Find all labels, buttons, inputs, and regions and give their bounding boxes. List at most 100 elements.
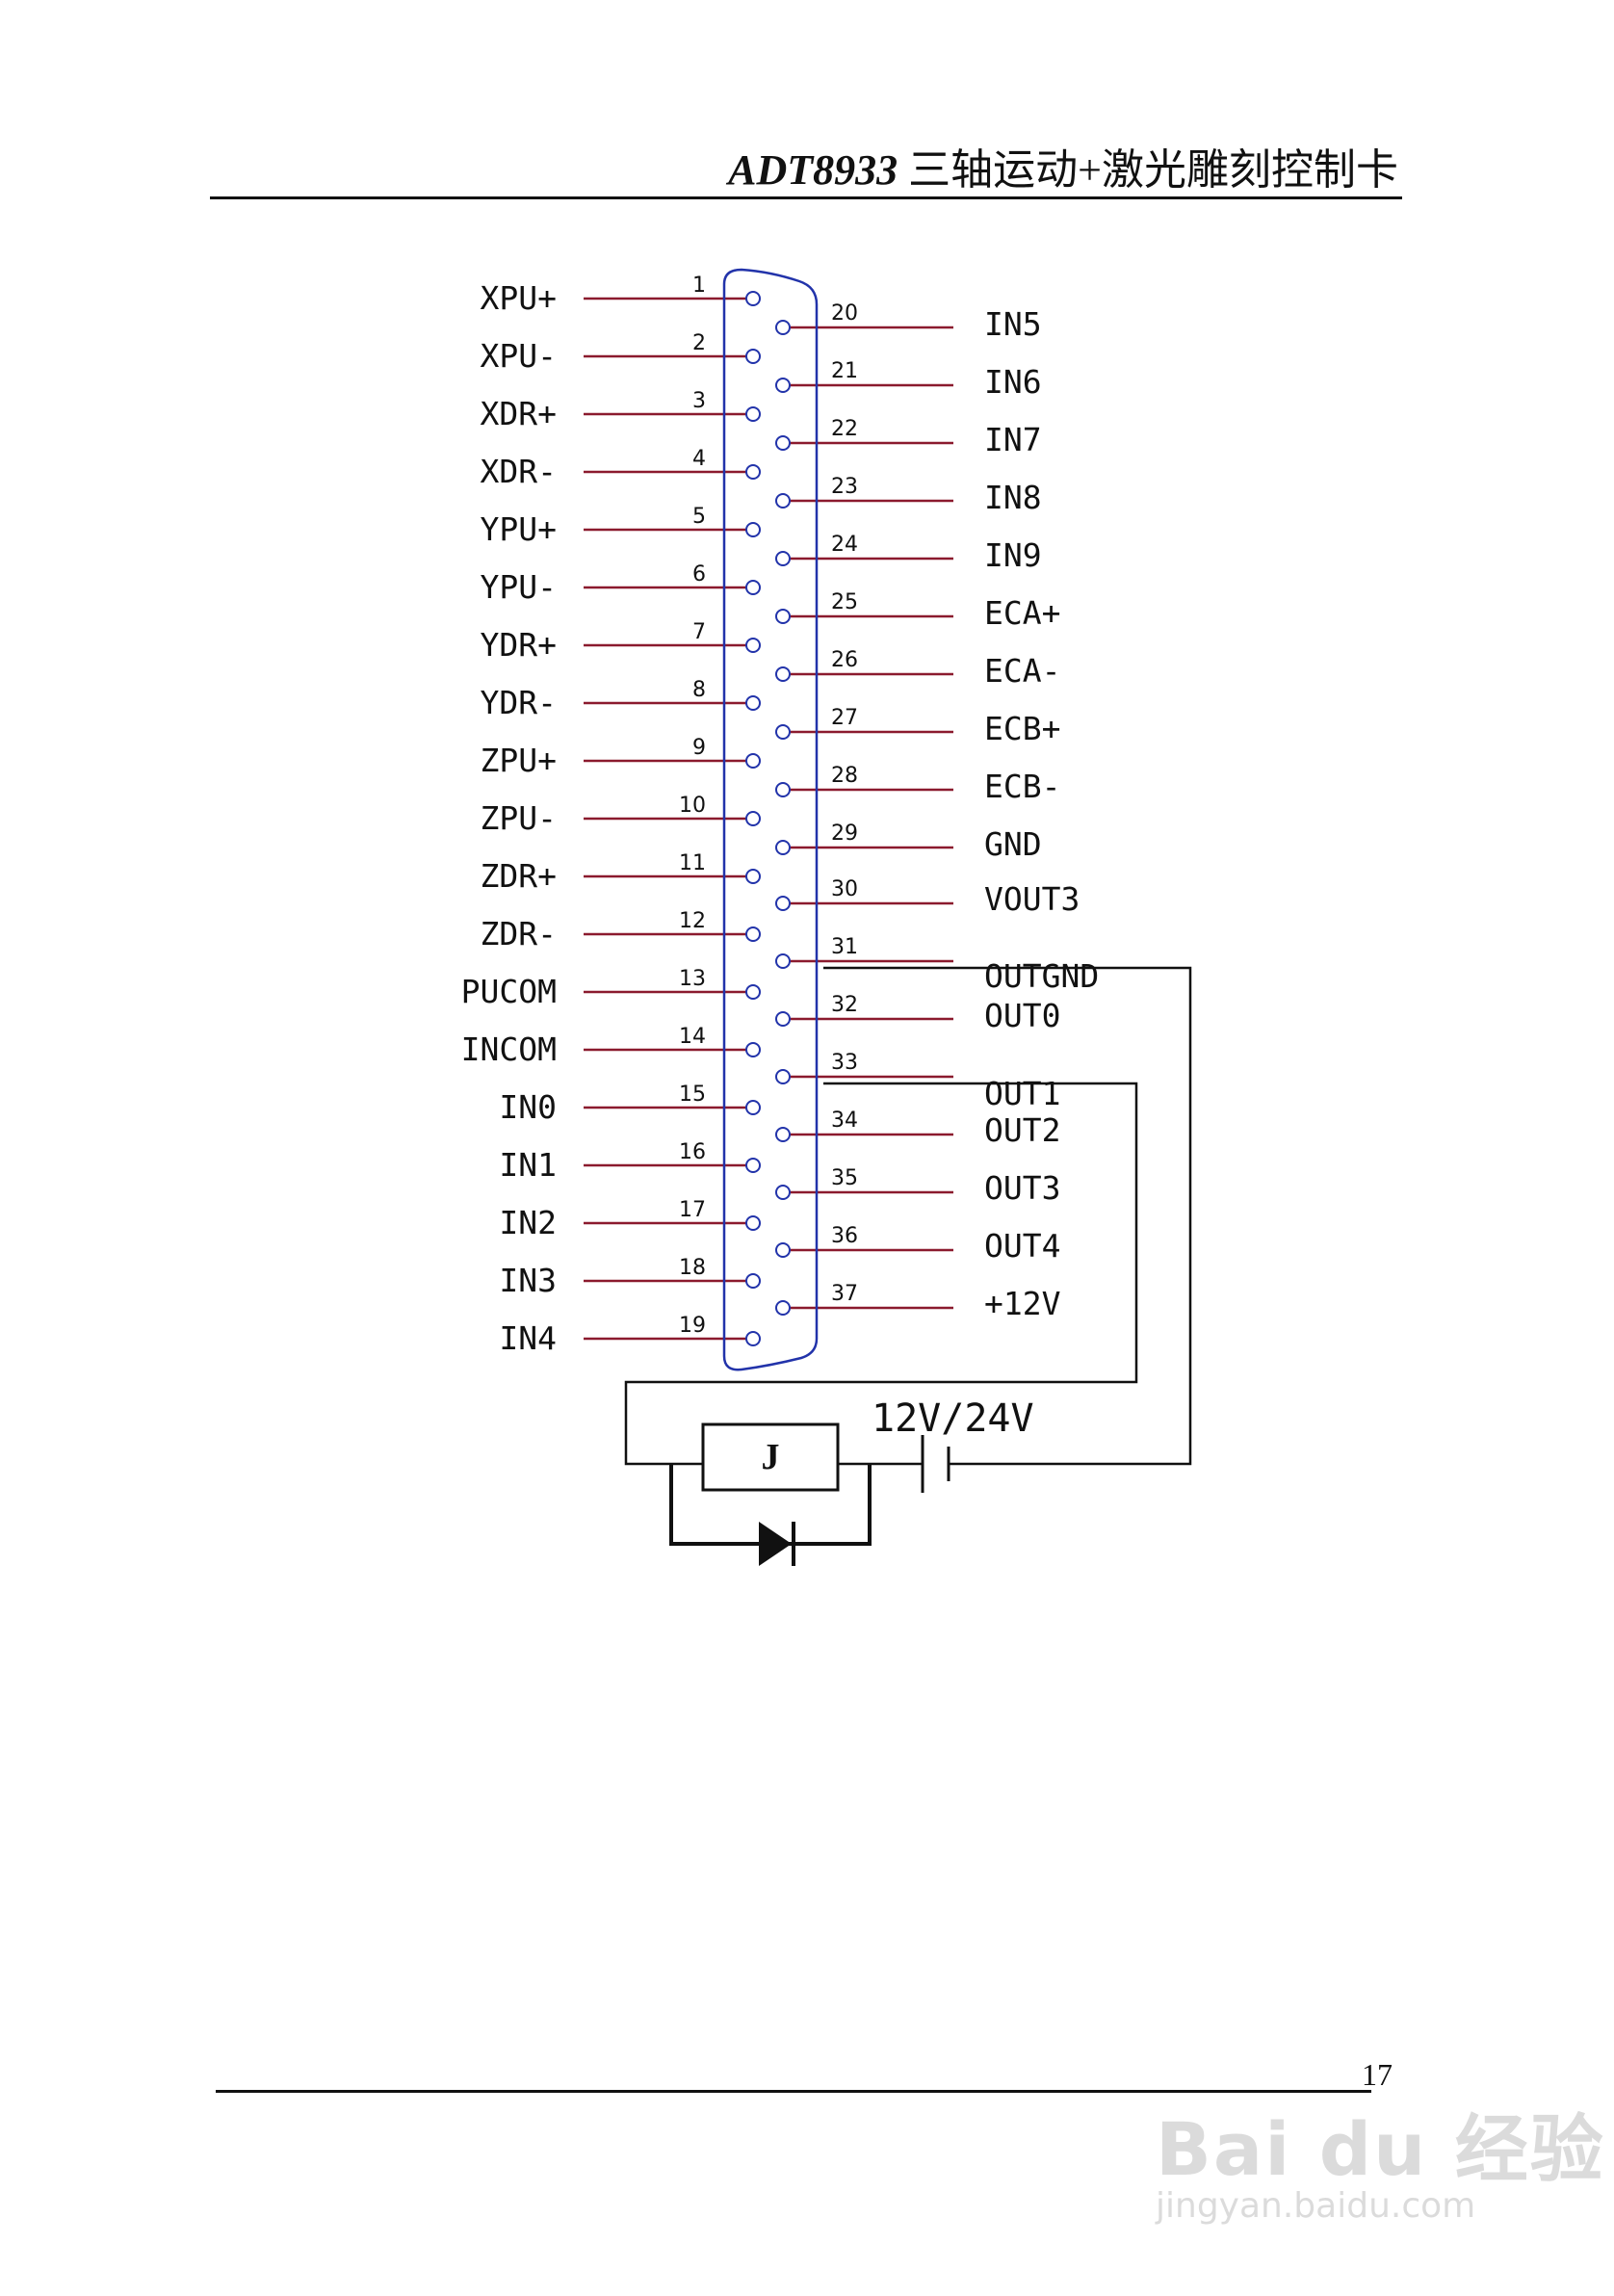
socket-pin-18 <box>745 1273 761 1289</box>
socket-pin-19 <box>745 1331 761 1346</box>
pin-number-10: 10 <box>679 794 706 818</box>
signal-label-pin-24: IN9 <box>984 536 1042 574</box>
pin-number-11: 11 <box>679 851 706 875</box>
socket-pin-15 <box>745 1100 761 1115</box>
signal-label-pin-22: IN7 <box>984 421 1042 458</box>
signal-label-pin-5: YPU+ <box>481 510 557 548</box>
pin-number-6: 6 <box>692 562 706 587</box>
signal-label-pin-2: XPU- <box>481 337 557 375</box>
pin-number-31: 31 <box>831 935 858 959</box>
pin-number-28: 28 <box>831 764 858 788</box>
socket-pin-23 <box>775 493 791 509</box>
supply-label: 12V/24V <box>872 1396 1034 1441</box>
pin-number-34: 34 <box>831 1109 858 1133</box>
socket-pin-12 <box>745 926 761 942</box>
socket-pin-25 <box>775 609 791 624</box>
socket-pin-13 <box>745 984 761 1000</box>
page-number: 17 <box>1362 2057 1393 2092</box>
pin-number-26: 26 <box>831 648 858 672</box>
connector-shell <box>722 268 819 1371</box>
signal-label-pin-33: OUT1 <box>984 1075 1060 1112</box>
signal-label-pin-3: XDR+ <box>481 395 557 432</box>
relay-coil <box>701 1422 840 1492</box>
footer-rule <box>216 2090 1371 2093</box>
pin-number-13: 13 <box>679 967 706 991</box>
pin-number-25: 25 <box>831 590 858 614</box>
signal-label-pin-8: YDR- <box>481 684 557 721</box>
relay-output-circuit: J 12V/24V <box>624 966 1192 1566</box>
signal-label-pin-17: IN2 <box>499 1204 557 1241</box>
signal-label-pin-23: IN8 <box>984 479 1042 516</box>
pin-labels: 1XPU+2XPU-3XDR+4XDR-5YPU+6YPU-7YDR+8YDR-… <box>461 274 1100 1357</box>
socket-pin-1 <box>745 291 761 306</box>
signal-label-pin-10: ZPU- <box>481 799 557 837</box>
socket-pin-28 <box>775 782 791 797</box>
socket-pin-2 <box>745 349 761 364</box>
socket-pin-21 <box>775 378 791 393</box>
pin-number-3: 3 <box>692 389 706 413</box>
socket-pin-4 <box>745 464 761 480</box>
signal-label-pin-31: OUTGND <box>984 957 1099 995</box>
socket-pin-10 <box>745 811 761 826</box>
socket-pin-30 <box>775 896 791 911</box>
signal-label-pin-35: OUT3 <box>984 1169 1060 1207</box>
signal-label-pin-26: ECA- <box>984 652 1060 690</box>
socket-pin-32 <box>775 1011 791 1027</box>
pin-number-14: 14 <box>679 1025 706 1049</box>
pin-number-16: 16 <box>679 1140 706 1164</box>
pin-number-18: 18 <box>679 1256 706 1280</box>
signal-label-pin-21: IN6 <box>984 363 1042 401</box>
socket-pin-35 <box>775 1185 791 1200</box>
signal-label-pin-18: IN3 <box>499 1262 557 1299</box>
signal-label-pin-27: ECB+ <box>984 710 1060 747</box>
diode-triangle <box>759 1522 792 1566</box>
socket-pin-27 <box>775 724 791 740</box>
pin-wires <box>584 297 953 1341</box>
header-rule <box>210 196 1402 199</box>
socket-pin-33 <box>775 1069 791 1084</box>
socket-pin-3 <box>745 406 761 422</box>
header-title-text: 三轴运动+激光雕刻控制卡 <box>898 146 1398 194</box>
socket-pin-5 <box>745 522 761 537</box>
pin-number-35: 35 <box>831 1166 858 1190</box>
signal-label-pin-9: ZPU+ <box>481 742 557 779</box>
header-model: ADT8933 <box>728 146 898 194</box>
socket-pin-31 <box>775 953 791 969</box>
signal-label-pin-34: OUT2 <box>984 1111 1060 1149</box>
pin-number-15: 15 <box>679 1083 706 1107</box>
pin-number-12: 12 <box>679 909 706 933</box>
socket-pin-9 <box>745 753 761 769</box>
pin-number-37: 37 <box>831 1282 858 1306</box>
pin-number-2: 2 <box>692 331 706 355</box>
page-header-title: ADT8933 三轴运动+激光雕刻控制卡 <box>728 135 1398 196</box>
watermark-main-text: Bai du 经验 <box>1156 2106 1605 2192</box>
signal-label-pin-13: PUCOM <box>461 973 557 1010</box>
signal-label-pin-36: OUT4 <box>984 1227 1060 1265</box>
socket-pin-20 <box>775 320 791 335</box>
pin-number-27: 27 <box>831 706 858 730</box>
signal-label-pin-6: YPU- <box>481 568 557 606</box>
signal-label-pin-37: +12V <box>984 1285 1060 1322</box>
pin-number-22: 22 <box>831 417 858 441</box>
signal-label-pin-16: IN1 <box>499 1146 557 1184</box>
socket-pin-17 <box>745 1215 761 1231</box>
signal-label-pin-19: IN4 <box>499 1319 557 1357</box>
pin-number-17: 17 <box>679 1198 706 1222</box>
signal-label-pin-30: VOUT3 <box>984 880 1080 918</box>
socket-pin-37 <box>775 1300 791 1316</box>
signal-label-pin-11: ZDR+ <box>481 857 557 895</box>
relay-label: J <box>762 1437 780 1477</box>
pin-number-7: 7 <box>692 620 706 644</box>
baidu-watermark-logo: Bai du 经验 jingyan.baidu.com <box>1146 2071 1603 2244</box>
pin-number-33: 33 <box>831 1051 858 1075</box>
watermark-url-text: jingyan.baidu.com <box>1156 2186 1476 2226</box>
signal-label-pin-14: INCOM <box>461 1031 557 1068</box>
pin-number-9: 9 <box>692 736 706 760</box>
pin-sockets <box>745 291 791 1346</box>
socket-pin-6 <box>745 580 761 595</box>
pin-number-32: 32 <box>831 993 858 1017</box>
signal-label-pin-25: ECA+ <box>984 594 1060 632</box>
socket-pin-16 <box>745 1158 761 1173</box>
